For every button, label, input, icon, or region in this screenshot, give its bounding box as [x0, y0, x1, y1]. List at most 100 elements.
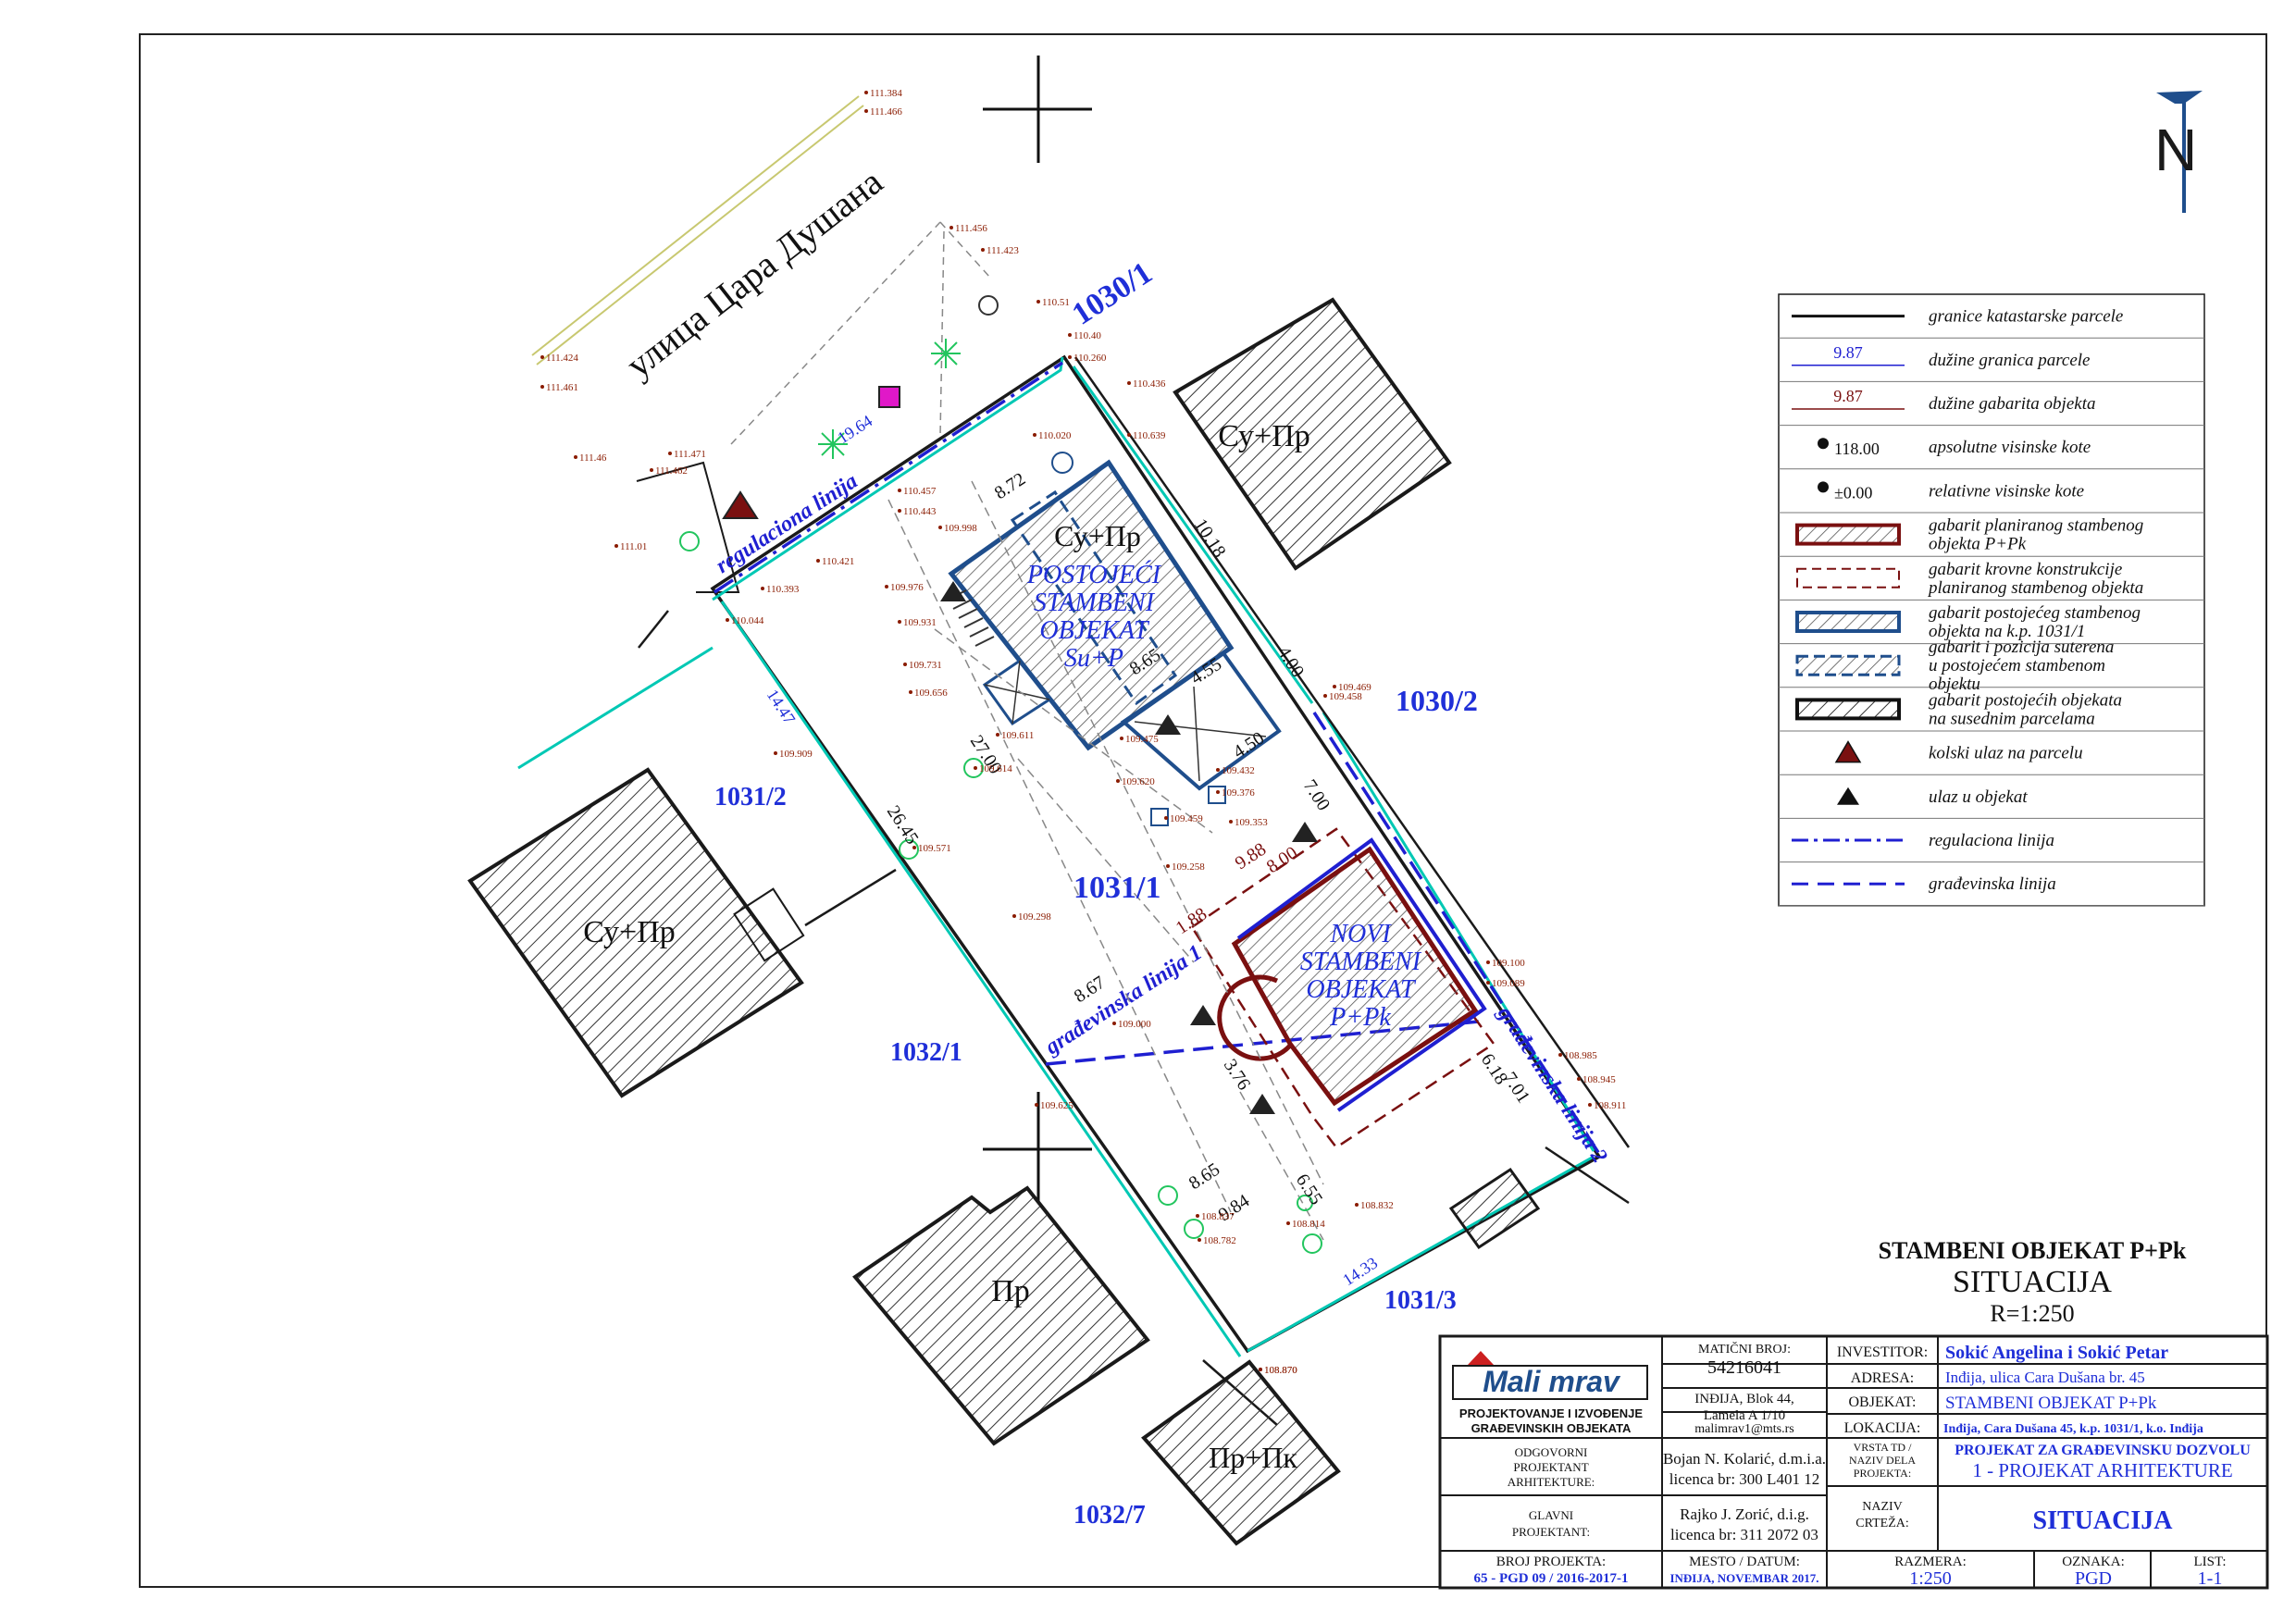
legend-label: kolski ulaz na parcelu — [1929, 744, 2083, 763]
elevation-mark — [864, 109, 868, 113]
elevation-mark — [981, 248, 985, 252]
legend-sample: 118.00 — [1834, 440, 1880, 458]
existing-annex-cross — [1134, 686, 1267, 782]
legend-swatch — [1834, 740, 1862, 763]
elevation-mark — [1196, 1214, 1199, 1218]
dim-19-64: 19.64 — [834, 412, 875, 448]
elevation-mark — [668, 452, 672, 455]
hydrant-icon — [1051, 452, 1074, 474]
elevation-value: 109.475 — [1125, 734, 1159, 745]
elevation-mark — [614, 544, 618, 548]
legend-label: gabarit i pozicija suterena — [1929, 638, 2114, 657]
utility-boxes — [1150, 786, 1226, 826]
list-label: LIST: — [2193, 1555, 2226, 1569]
legend-label: relativne visinske kote — [1929, 481, 2084, 501]
vrsta-label2: NAZIV DELA — [1849, 1454, 1916, 1467]
elevation-mark — [774, 751, 777, 755]
main-license: licenca br: 311 2072 03 — [1670, 1526, 1818, 1543]
elevation-value: 108.911 — [1594, 1100, 1626, 1111]
regulation-line — [714, 361, 1063, 594]
elevation-value: 110.639 — [1133, 430, 1166, 441]
elevation-value: 111.424 — [546, 353, 578, 364]
legend-swatch — [1795, 654, 1901, 676]
adresa-label: ADRESA: — [1851, 1370, 1914, 1386]
existing-stair-box-cross — [984, 660, 1050, 725]
elevation-mark — [540, 385, 544, 389]
dim-7-00: 7.00 — [1299, 776, 1334, 814]
neighbour-building-top-right — [1173, 297, 1452, 571]
elevation-value: 111.423 — [987, 245, 1019, 256]
dim-14-33: 14.33 — [1339, 1254, 1381, 1290]
legend-swatch — [1795, 611, 1901, 633]
elevation-value: 109.258 — [1172, 861, 1205, 873]
elevation-value: 108.814 — [1292, 1219, 1325, 1230]
elevation-value: 110.457 — [903, 486, 937, 497]
elevation-mark — [1068, 333, 1072, 337]
elevation-mark — [816, 559, 820, 563]
elevation-value: 110.443 — [903, 506, 937, 517]
legend-label: granice katastarske parcele — [1929, 307, 2123, 327]
lokacija-label: LOKACIJA: — [1844, 1420, 1921, 1436]
elevation-value: 109.931 — [903, 617, 937, 628]
elevation-value: 109.100 — [1492, 958, 1525, 969]
elevation-mark — [1164, 816, 1168, 820]
new-building-label-2: STAMBENI — [1300, 948, 1422, 976]
elevation-value: 109.909 — [779, 749, 813, 760]
neighbour-building-bottom — [852, 1185, 1150, 1446]
elevation-mark — [1127, 381, 1131, 385]
elevation-mark — [1120, 737, 1123, 740]
legend-swatch — [1818, 481, 1829, 493]
parcel-label-1032-7: 1032/7 — [1074, 1501, 1146, 1530]
elevation-value: 108.985 — [1564, 1050, 1597, 1061]
elevation-value: 110.436 — [1133, 378, 1166, 390]
entrance-icon-stairs — [940, 581, 966, 601]
neighbour-building-bottom-label: Пр — [991, 1274, 1030, 1308]
dim-9-88: 9.88 — [1232, 839, 1270, 874]
elevation-mark — [903, 663, 907, 666]
legend-label: gabarit postojećih objekata — [1929, 690, 2122, 710]
elevation-mark — [540, 355, 544, 359]
entrance-icon-new-2 — [1190, 1005, 1216, 1025]
elevation-mark — [1035, 1103, 1038, 1107]
broj-label: BROJ PROJEKTA: — [1496, 1555, 1606, 1569]
company-email: malimrav1@mts.rs — [1694, 1422, 1793, 1436]
list-value: 1-1 — [2198, 1568, 2223, 1589]
naziv-label1: NAZIV — [1862, 1500, 1903, 1514]
new-building-label-3: OBJEKAT — [1306, 975, 1417, 1004]
parcel-label-1030-1: 1030/1 — [1066, 255, 1158, 331]
oznaka-value: PGD — [2075, 1568, 2112, 1589]
planned-building — [1231, 846, 1479, 1107]
new-building-label-4: P+Pk — [1329, 1003, 1391, 1032]
dim-8-72: 8.72 — [991, 469, 1029, 504]
elevation-value: 110.044 — [731, 615, 764, 626]
parcel-boundary-1031-1 — [710, 354, 1602, 1354]
elevation-value: 109.298 — [1018, 911, 1051, 923]
elevation-mark — [1333, 685, 1336, 688]
existing-building-basement — [1010, 489, 1178, 706]
sheet-frame — [139, 33, 2267, 1588]
elevation-mark — [909, 690, 912, 694]
legend-swatch — [1837, 787, 1859, 805]
existing-building-label-1: POSTOJEĆI — [1026, 561, 1162, 589]
elevation-value: 111.01 — [620, 541, 647, 552]
drawing-title-scale: R=1:250 — [1990, 1300, 2074, 1327]
elevation-mark — [650, 468, 653, 472]
legend-label: objekta P+Pk — [1929, 535, 2027, 554]
elevation-mark — [864, 91, 868, 94]
elevation-mark — [1116, 779, 1120, 783]
dim-8-00: 8.00 — [1263, 843, 1301, 878]
legend-label: gabarit postojećeg stambenog — [1929, 603, 2141, 623]
elevation-value: 111.471 — [674, 449, 706, 460]
neighbour-building-left-stairs — [733, 887, 805, 962]
north-arrow-icon: N — [2154, 91, 2203, 213]
legend-sample: 9.87 — [1833, 387, 1863, 405]
elevation-value: 109.625 — [1040, 1100, 1074, 1111]
legend-label: ulaz u objekat — [1929, 787, 2028, 807]
mesto-value: INĐIJA, NOVEMBAR 2017. — [1669, 1571, 1818, 1585]
elevation-mark — [912, 846, 916, 849]
manhole-icon — [978, 295, 999, 316]
legend-swatch — [1818, 438, 1829, 450]
dim-8-65-b: 8.65 — [1185, 1159, 1223, 1195]
oznaka-label: OZNAKA: — [2062, 1555, 2125, 1569]
elevation-value: 110.260 — [1074, 353, 1107, 364]
